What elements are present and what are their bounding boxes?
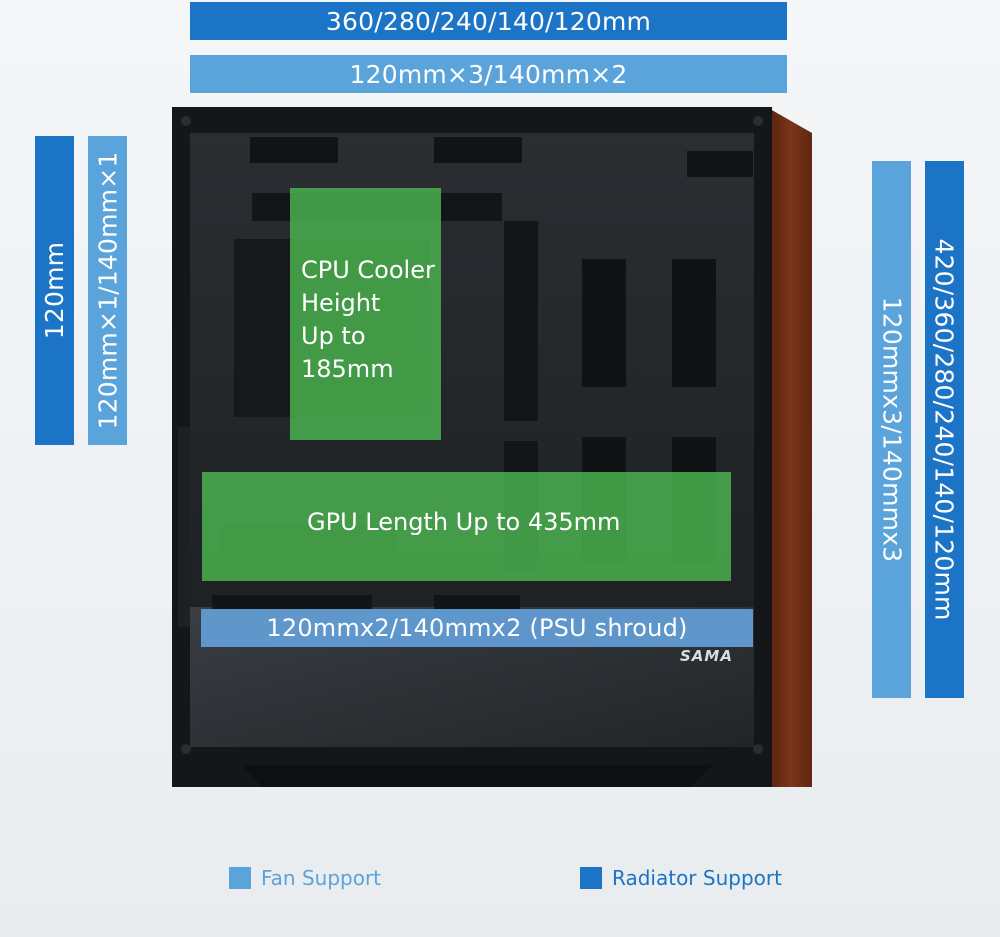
cpu-cooler-clearance-zone: CPU Cooler Height Up to 185mm	[290, 188, 441, 440]
psu-shroud-fan-support-bar: 120mmx2/140mmx2 (PSU shroud)	[201, 609, 753, 647]
front-fan-support-bar: 120mmx3/140mmx3	[872, 161, 911, 698]
top-radiator-support-bar: 360/280/240/140/120mm	[190, 2, 787, 40]
legend-fan-support: Fan Support	[229, 866, 381, 890]
gpu-length-label: GPU Length Up to 435mm	[307, 508, 621, 536]
radiator-support-swatch	[580, 867, 602, 889]
top-fan-support-bar: 120mm×3/140mm×2	[190, 55, 787, 93]
brand-logo-text: SAMA	[680, 647, 733, 665]
top-radiator-label: 360/280/240/140/120mm	[325, 6, 652, 36]
legend-radiator-support: Radiator Support	[580, 866, 782, 890]
psu-shroud-label: 120mmx2/140mmx2 (PSU shroud)	[266, 614, 688, 642]
gpu-clearance-zone: GPU Length Up to 435mm	[202, 472, 731, 581]
front-fan-label: 120mmx3/140mmx3	[877, 296, 907, 563]
cpu-cooler-label: CPU Cooler Height Up to 185mm	[301, 256, 435, 383]
top-fan-label: 120mm×3/140mm×2	[349, 59, 628, 89]
legend-radiator-label: Radiator Support	[612, 866, 782, 890]
legend-fan-label: Fan Support	[261, 866, 382, 890]
front-radiator-label: 420/360/280/240/140/120mm	[930, 238, 959, 621]
wood-front-panel	[770, 109, 812, 787]
pc-case-illustration	[172, 107, 812, 787]
fan-support-swatch	[229, 867, 251, 889]
rear-radiator-label: 120mm	[40, 241, 69, 340]
rear-fan-support-bar: 120mm×1/140mm×1	[88, 136, 127, 445]
rear-fan-label: 120mm×1/140mm×1	[93, 151, 123, 430]
front-radiator-support-bar: 420/360/280/240/140/120mm	[925, 161, 964, 698]
rear-radiator-support-bar: 120mm	[35, 136, 74, 445]
